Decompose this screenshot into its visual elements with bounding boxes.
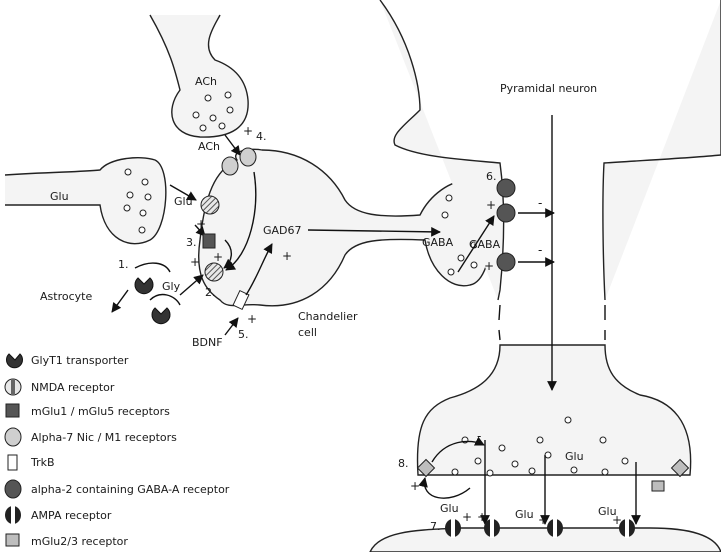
glu-post-label-3: Glu bbox=[598, 505, 617, 518]
legend-label-0: GlyT1 transporter bbox=[31, 354, 129, 367]
legend-nmda-icon bbox=[4, 378, 22, 396]
num8-label: 8. bbox=[398, 457, 409, 470]
glu-terminal-label: Glu bbox=[50, 190, 69, 203]
plus-ampa-3: + bbox=[538, 513, 548, 527]
num1-label: 1. bbox=[118, 258, 129, 271]
legend-label-6: AMPA receptor bbox=[31, 509, 112, 522]
gaba-a-receptor-1 bbox=[496, 178, 516, 198]
mglu2-mglu3-receptor-left bbox=[416, 458, 436, 478]
pyramidal-neuron-bottom bbox=[416, 344, 692, 476]
chandelier-label-line1: Chandelier bbox=[298, 310, 358, 323]
legend-ampa-icon bbox=[5, 505, 21, 525]
legend-alpha7-icon bbox=[4, 427, 22, 447]
glu-to-mglu23-arrow bbox=[418, 477, 471, 499]
pyramidal-label: Pyramidal neuron bbox=[500, 82, 597, 95]
plus-nmda-2: + bbox=[190, 255, 200, 269]
gaba-terminal-label: GABA bbox=[422, 236, 454, 249]
legend-label-7: mGlu2/3 receptor bbox=[31, 535, 128, 548]
gad67-label: GAD67 bbox=[263, 224, 302, 237]
glu-post-label-1: Glu bbox=[440, 502, 459, 515]
plus-glu: + bbox=[196, 217, 206, 231]
alpha7-receptor-a bbox=[221, 156, 239, 176]
num3-label: 3. bbox=[186, 236, 197, 249]
ampa-receptor-icon-4 bbox=[619, 518, 635, 538]
num4-label: 4. bbox=[256, 130, 267, 143]
glu-to-receptor-arrow bbox=[169, 184, 197, 201]
nmda-receptor-top bbox=[200, 195, 220, 215]
legend-label-2: mGlu1 / mGlu5 receptors bbox=[31, 405, 170, 418]
num5-label: 5. bbox=[238, 328, 249, 341]
ach-terminal bbox=[149, 14, 249, 138]
plus-ampa-1: + bbox=[462, 510, 472, 524]
astrocyte-arrow bbox=[111, 289, 129, 313]
minus-gaba-1: - bbox=[538, 196, 542, 210]
ach-vesicles bbox=[192, 91, 234, 132]
glu-vesicles bbox=[123, 168, 152, 234]
plus-gaba-1: + bbox=[486, 198, 496, 212]
trkb-receptor bbox=[232, 289, 250, 311]
bdnf-label: BDNF bbox=[192, 336, 223, 349]
axon-gap-left bbox=[498, 304, 501, 341]
mglu1-mglu5-receptor bbox=[202, 233, 216, 249]
chandelier-label-line2: cell bbox=[298, 326, 317, 339]
gaba-receptor-label: GABA bbox=[469, 238, 501, 251]
mglu23-feedback-arrow bbox=[431, 436, 485, 463]
alpha7-receptor-b bbox=[239, 147, 257, 167]
ach-receptor-label: ACh bbox=[198, 140, 220, 153]
legend-trkb-icon bbox=[7, 454, 18, 471]
ampa-receptor-icon-1 bbox=[445, 518, 461, 538]
ampa-receptor-icon-3 bbox=[547, 518, 563, 538]
mglu2-mglu3-receptor-right bbox=[670, 458, 690, 478]
legend-mglu23-icon bbox=[5, 533, 20, 547]
legend-label-1: NMDA receptor bbox=[31, 381, 115, 394]
glyt1-transporter-icon-2 bbox=[151, 307, 171, 325]
legend-glyt1-icon bbox=[6, 353, 23, 369]
legend: GlyT1 transporter NMDA receptor mGlu1 / … bbox=[4, 353, 230, 548]
glyt1-transporter-icon bbox=[134, 277, 154, 295]
legend-label-3: Alpha-7 Nic / M1 receptors bbox=[31, 431, 177, 444]
glu-terminal bbox=[4, 157, 167, 245]
plus-mglu23: + bbox=[410, 479, 420, 493]
chandelier-cell bbox=[198, 148, 493, 307]
legend-label-5: alpha-2 containing GABA-A receptor bbox=[31, 483, 230, 496]
legend-gaba-a-icon bbox=[4, 479, 22, 499]
plus-ach: + bbox=[243, 124, 253, 138]
glu-pyr-vesicles bbox=[451, 416, 629, 477]
plus-ampa-2: + bbox=[477, 510, 487, 524]
gaba-a-receptor-2 bbox=[496, 203, 516, 223]
plus-ampa-4: + bbox=[612, 513, 622, 527]
plus-bdnf: + bbox=[247, 312, 257, 326]
glu-pyramidal-label: Glu bbox=[565, 450, 584, 463]
gly-label: Gly bbox=[162, 280, 181, 293]
ach-terminal-label: ACh bbox=[195, 75, 217, 88]
astrocyte-membrane bbox=[134, 262, 181, 306]
num2-label: 2. bbox=[205, 286, 216, 299]
legend-mglu1-icon bbox=[5, 403, 20, 418]
nmda-receptor-main bbox=[204, 262, 224, 282]
plus-gaba-2: + bbox=[484, 259, 494, 273]
ach-to-nmda-arrow bbox=[225, 171, 257, 271]
astrocyte-label: Astrocyte bbox=[40, 290, 92, 303]
gaba-a-receptor-3 bbox=[496, 252, 516, 272]
mglu2-mglu3-receptor-bottom bbox=[651, 480, 665, 492]
gad67-to-gaba-arrow bbox=[307, 226, 441, 237]
plus-gad67: + bbox=[282, 249, 292, 263]
plus-nmda: + bbox=[213, 250, 223, 264]
num6-label: 6. bbox=[486, 170, 497, 183]
glu-post-label-2: Glu bbox=[515, 508, 534, 521]
bdnf-arrow bbox=[224, 317, 239, 336]
trkb-to-gad67-arrow bbox=[245, 243, 273, 296]
minus-mglu23: - bbox=[477, 429, 481, 443]
num7-label: 7. bbox=[430, 520, 441, 533]
legend-label-4: TrkB bbox=[30, 456, 55, 469]
postsynaptic-membrane bbox=[369, 527, 721, 552]
gly-arrow bbox=[179, 274, 204, 296]
gaba-release-arrow bbox=[457, 215, 495, 273]
ach-arrow bbox=[224, 134, 241, 156]
ampa-receptor-icon-2 bbox=[484, 518, 500, 538]
minus-gaba-2: - bbox=[538, 243, 542, 257]
